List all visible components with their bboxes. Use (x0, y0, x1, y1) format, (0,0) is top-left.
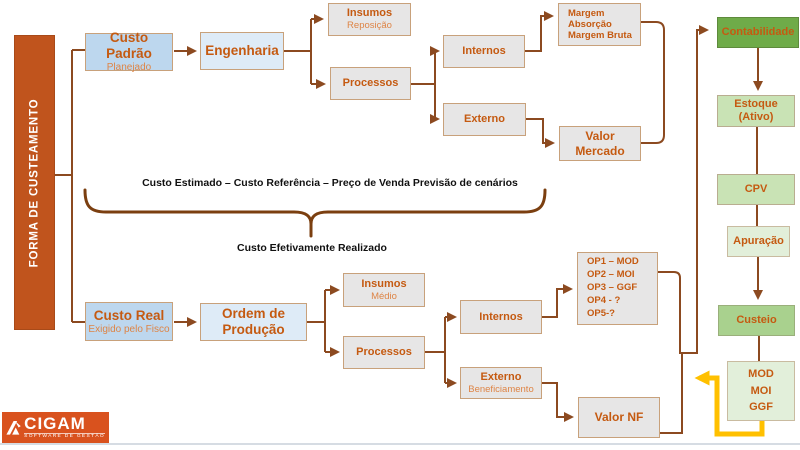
note-custo-estimado: Custo Estimado – Custo Referência – Preç… (142, 177, 518, 189)
node-title: Contabilidade (721, 26, 795, 39)
node-title: Engenharia (205, 43, 279, 59)
node-contabilidade: Contabilidade (717, 17, 799, 48)
node-mod-moi-ggf: MOD MOI GGF (727, 361, 795, 421)
node-title: CPV (744, 183, 768, 196)
node-line: OP2 – MOI (587, 269, 635, 281)
sidebar-label: FORMA DE CUSTEAMENTO (28, 98, 41, 267)
node-title: Processos (342, 77, 399, 90)
node-title: Externo (464, 113, 505, 126)
margem-valormercado-bracket (641, 21, 665, 144)
node-line: MOI (750, 384, 772, 397)
node-line: Margem (568, 7, 605, 19)
node-estoque-ativo: Estoque (Ativo) (717, 95, 795, 127)
node-cpv: CPV (717, 174, 795, 205)
node-line: OP4 - ? (587, 294, 621, 306)
node-insumos-reposicao: Insumos Reposição (328, 3, 411, 36)
sidebar-branch-lines (55, 49, 85, 323)
node-line: MOD (748, 368, 774, 381)
node-title: Insumos (361, 277, 407, 290)
node-line: Estoque (734, 98, 778, 111)
node-apuracao: Apuração (727, 226, 790, 257)
node-subtitle: Médio (371, 290, 397, 302)
node-title: Custeio (736, 314, 777, 327)
node-title: Externo (480, 370, 522, 383)
node-custeio: Custeio (718, 305, 795, 336)
node-line: (Ativo) (738, 111, 774, 123)
logo-tagline: SOFTWARE DE GESTÃO (24, 432, 105, 440)
node-subtitle: Exigido pelo Fisco (88, 323, 170, 335)
node-processos-bottom: Processos (343, 336, 425, 369)
node-title: Internos (462, 45, 506, 58)
cigam-house-icon (6, 421, 21, 435)
node-insumos-medio: Insumos Médio (343, 273, 425, 307)
node-title: Custo Real (93, 307, 165, 323)
node-line: Absorção (568, 18, 612, 30)
node-engenharia: Engenharia (200, 32, 284, 70)
node-margem: Margem Absorção Margem Bruta (558, 3, 641, 46)
node-title: Valor Mercado (575, 129, 625, 158)
node-line: Margem Bruta (568, 30, 632, 42)
node-custo-real: Custo Real Exigido pelo Fisco (85, 302, 173, 341)
node-valor-nf: Valor NF (578, 397, 660, 438)
sidebar-forma-de-custeamento: FORMA DE CUSTEAMENTO (14, 35, 55, 330)
node-line: GGF (749, 401, 773, 414)
node-title: Ordem de Produção (221, 306, 286, 337)
node-title: Processos (356, 346, 412, 359)
node-title: Apuração (733, 235, 784, 248)
node-subtitle: Beneficiamento (468, 383, 534, 395)
node-title: Internos (479, 310, 523, 323)
node-line: OP5-? (587, 307, 615, 319)
node-processos-top: Processos (330, 67, 411, 100)
node-externo-bottom: Externo Beneficiamento (460, 367, 542, 399)
node-ordem-de-producao: Ordem de Produção (200, 303, 307, 341)
node-valor-mercado: Valor Mercado (559, 126, 641, 161)
yellow-feedback-arrow (694, 370, 765, 437)
merge-to-contabilidade-line (658, 25, 709, 354)
node-title: Custo Padrão (106, 30, 152, 62)
logo-wordmark: CIGAM (24, 413, 86, 433)
node-title: Valor NF (594, 410, 644, 425)
note-custo-realizado: Custo Efetivamente Realizado (237, 242, 387, 254)
node-subtitle: Reposição (347, 20, 392, 32)
node-internos-top: Internos (443, 35, 525, 68)
node-externo-top: Externo (443, 103, 526, 136)
node-internos-bottom: Internos (460, 300, 542, 334)
cigam-logo: CIGAM SOFTWARE DE GESTÃO (2, 412, 109, 443)
node-subtitle: Planejado (106, 62, 152, 74)
node-title: Insumos (346, 7, 393, 20)
node-custo-padrao: Custo Padrão Planejado (85, 30, 173, 74)
slide-footer-divider (0, 443, 800, 445)
grouping-brace (83, 188, 547, 238)
node-line: OP3 – GGF (587, 282, 638, 294)
node-line: OP1 – MOD (587, 256, 639, 268)
node-op-list: OP1 – MOD OP2 – MOI OP3 – GGF OP4 - ? OP… (577, 252, 658, 325)
